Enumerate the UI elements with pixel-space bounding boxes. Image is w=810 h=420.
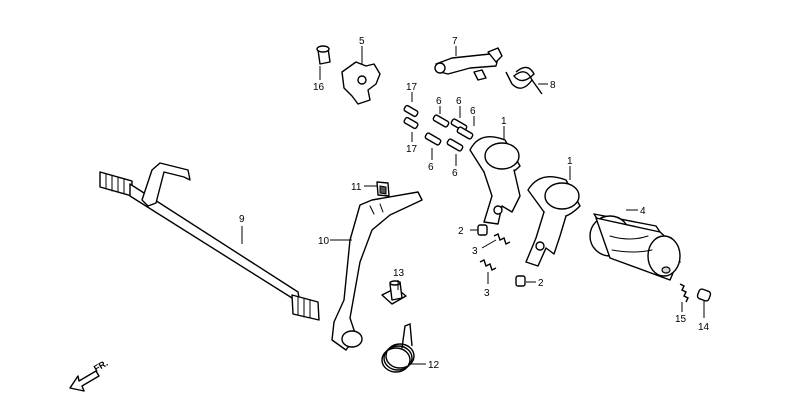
callout-1-upper: 1 bbox=[501, 116, 507, 127]
front-direction-label: FR. bbox=[92, 358, 110, 374]
part-3-spring-upper bbox=[493, 233, 511, 245]
callout-15: 15 bbox=[675, 314, 687, 325]
part-17-pins bbox=[403, 104, 419, 130]
front-arrow-icon bbox=[69, 370, 100, 392]
part-4-shift-drum bbox=[589, 213, 681, 281]
callout-1-lower: 1 bbox=[567, 156, 573, 167]
callout-7: 7 bbox=[452, 36, 458, 47]
front-direction-indicator: FR. bbox=[69, 358, 110, 392]
part-1-shift-fork-upper bbox=[469, 136, 521, 225]
callout-6-d: 6 bbox=[428, 162, 434, 173]
part-10-stopper-arm bbox=[331, 191, 423, 351]
callout-11: 11 bbox=[351, 182, 362, 193]
callout-2-upper: 2 bbox=[458, 226, 464, 237]
callout-3-upper: 3 bbox=[472, 246, 478, 257]
part-2-pin-lower bbox=[515, 275, 526, 287]
callout-4: 4 bbox=[640, 206, 646, 217]
callout-8: 8 bbox=[550, 80, 556, 91]
callout-6-e: 6 bbox=[452, 168, 458, 179]
callout-10: 10 bbox=[318, 236, 330, 247]
part-16-bolt bbox=[316, 45, 331, 65]
part-13-pin-bolt bbox=[381, 280, 407, 305]
part-14-pin bbox=[696, 288, 712, 302]
part-1-shift-fork-lower bbox=[525, 176, 581, 267]
callout-16: 16 bbox=[313, 82, 325, 93]
part-5-drum-center bbox=[341, 61, 381, 105]
callout-6-c: 6 bbox=[470, 106, 476, 117]
callout-12: 12 bbox=[428, 360, 440, 371]
callout-5: 5 bbox=[359, 36, 365, 47]
part-8-spring bbox=[505, 66, 543, 95]
part-9-gearshift-spindle bbox=[99, 162, 320, 321]
part-3-spring-lower bbox=[479, 259, 497, 271]
part-11-bolt bbox=[376, 181, 390, 197]
leader-lines bbox=[241, 46, 705, 365]
callout-2-lower: 2 bbox=[538, 278, 544, 289]
callout-labels: 1 1 2 2 3 3 4 5 6 6 6 6 6 7 8 9 10 11 12… bbox=[239, 36, 710, 371]
callout-13: 13 bbox=[393, 268, 405, 279]
callout-17-lower: 17 bbox=[406, 144, 418, 155]
part-7-stopper-arm bbox=[434, 47, 503, 81]
callout-6-a: 6 bbox=[436, 96, 442, 107]
callout-17-upper: 17 bbox=[406, 82, 418, 93]
callout-9: 9 bbox=[239, 214, 245, 225]
part-2-pin-upper bbox=[477, 224, 488, 236]
callout-3-lower: 3 bbox=[484, 288, 490, 299]
callout-6-b: 6 bbox=[456, 96, 462, 107]
part-12-return-spring bbox=[381, 323, 415, 373]
callout-14: 14 bbox=[698, 322, 710, 333]
part-6-pins bbox=[424, 114, 474, 152]
part-15-spring bbox=[679, 283, 689, 303]
